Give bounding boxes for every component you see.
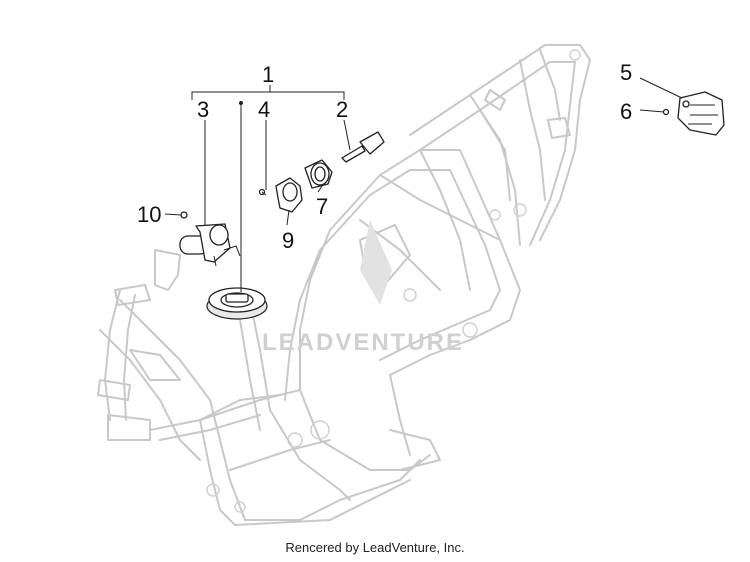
- part-3-ignition-switch: [179, 223, 241, 267]
- lock-cover: [206, 287, 268, 320]
- part-9-bracket: [275, 177, 303, 213]
- part-4-screw: [258, 188, 267, 196]
- part-7-ring: [304, 159, 333, 189]
- callout-6: 6: [620, 99, 632, 124]
- callouts: 1 2 3 4 5 6 7 9 10: [137, 60, 632, 253]
- leader-lines: [164, 77, 683, 292]
- callout-9: 9: [282, 228, 294, 253]
- callout-7: 7: [316, 194, 328, 219]
- part-10-screw: [180, 211, 188, 219]
- callout-10: 10: [137, 202, 161, 227]
- footer-credit: Rencered by LeadVenture, Inc.: [285, 540, 465, 555]
- callout-2: 2: [336, 97, 348, 122]
- callout-5: 5: [620, 60, 632, 85]
- part-6-screw: [662, 108, 670, 116]
- callout-4: 4: [258, 97, 270, 122]
- watermark-text: LEADVENTURE: [262, 329, 464, 356]
- part-2-key: [341, 131, 385, 163]
- part-5-bracket: [677, 91, 725, 136]
- callout-1: 1: [262, 62, 274, 87]
- callout-3: 3: [197, 97, 209, 122]
- watermark: LEADVENTURE: [262, 220, 464, 356]
